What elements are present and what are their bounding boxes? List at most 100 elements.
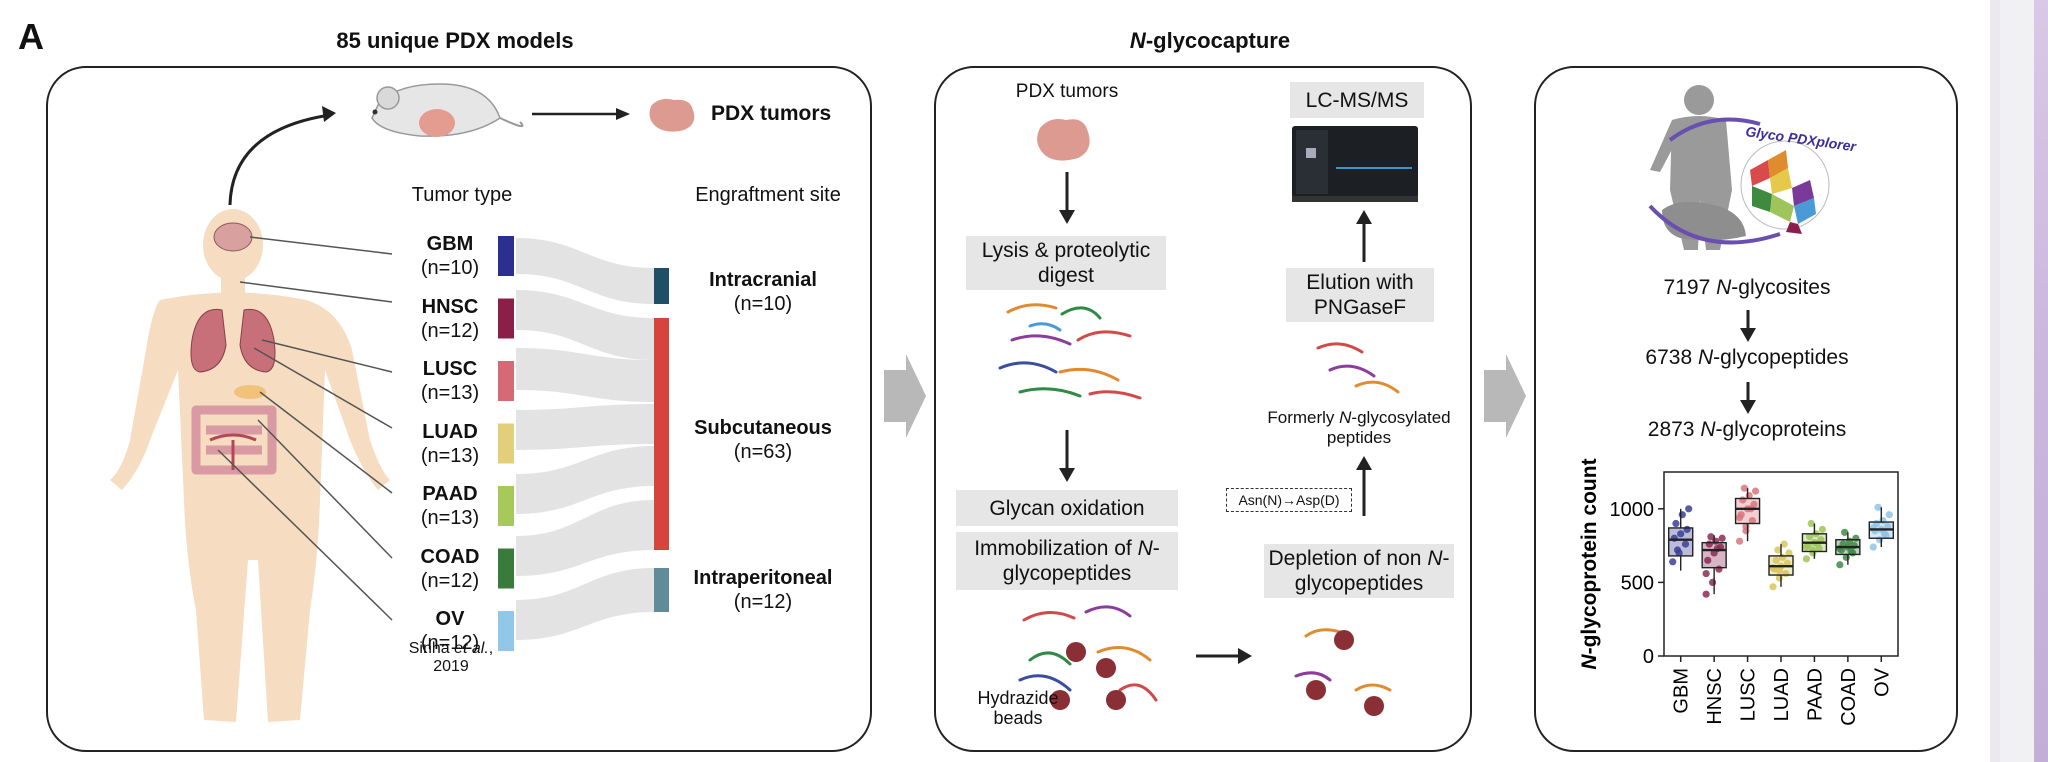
box-lusc [1734, 497, 1761, 525]
lc-ms-instrument-icon [1292, 126, 1418, 202]
data-point [1672, 519, 1680, 528]
tumor-type-luad: LUAD(n=13) [421, 420, 479, 468]
data-point [1748, 516, 1756, 525]
data-point [1704, 556, 1712, 564]
engraft-arrow [228, 113, 331, 206]
stat-glycoproteins: 2873 N-glycoproteins [1647, 418, 1847, 441]
tumor-count: (n=12) [420, 632, 480, 654]
data-point [1775, 567, 1783, 575]
x-tick-label: COAD [1838, 668, 1860, 726]
step-depletion: Depletion of non N-glycopeptides [1264, 544, 1454, 598]
pdx-tumors-middle: PDX tumors [1015, 81, 1119, 102]
data-point [1769, 583, 1777, 591]
window-side-strip [1990, 0, 2048, 762]
x-tick-label: HNSC [1704, 668, 1726, 725]
y-tick-label: 0 [1643, 646, 1654, 668]
data-point [1673, 546, 1682, 554]
data-point [1774, 546, 1782, 554]
tumor-code: HNSC [421, 295, 479, 318]
data-point [1735, 514, 1744, 522]
engraftment-header: Engraftment site [695, 184, 841, 206]
x-tick-label: GBM [1671, 668, 1693, 714]
data-point [1802, 543, 1811, 551]
arrow-left-to-middle [884, 354, 926, 438]
tumor-code: OV [435, 608, 465, 630]
tumor-type-ov: OV(n=12) [421, 607, 479, 655]
data-point [1678, 511, 1686, 519]
depleted-beads-icon [1294, 628, 1392, 716]
site-subcutaneous: Subcutaneous(n=63) [694, 417, 832, 463]
data-point [1742, 527, 1750, 535]
arrow-middle-to-right [1484, 354, 1526, 438]
peptide-squiggles-icon [998, 303, 1142, 400]
tumor-count: (n=13) [420, 382, 480, 404]
tumor-type-hnsc: HNSC(n=12) [421, 295, 479, 343]
x-tick-label: PAAD [1804, 668, 1826, 721]
tumor-count: (n=13) [420, 444, 480, 467]
x-tick-label: LUSC [1738, 668, 1760, 721]
step-oxidation: Glycan oxidation [956, 490, 1178, 526]
tumor-type-lusc: LUSC(n=13) [421, 357, 479, 405]
pdx-tumor-icon [649, 98, 695, 132]
tumor-code: GBM [426, 233, 474, 255]
tumor-type-paad: PAAD(n=13) [421, 482, 479, 530]
sankey-flows [516, 238, 654, 640]
tumor-count: (n=13) [420, 507, 480, 529]
data-point [1669, 558, 1677, 566]
tumor-bar-hnsc [498, 298, 514, 339]
data-point [1836, 561, 1844, 569]
tumor-bar-gbm [498, 236, 514, 276]
data-point [1740, 484, 1748, 492]
data-point [1685, 505, 1693, 513]
data-point [1841, 528, 1849, 536]
tumor-code: PAAD [422, 483, 478, 505]
tumor-bar-luad [498, 423, 514, 464]
data-point [1708, 578, 1717, 587]
y-tick-label: 1000 [1610, 499, 1655, 521]
human-body-icon [110, 209, 390, 722]
citation: Sinha et al., 2019 [408, 640, 494, 675]
tumor-bar-lusc [498, 361, 514, 401]
data-point [1869, 543, 1877, 551]
data-point [1702, 590, 1710, 598]
data-point [1718, 534, 1726, 542]
formerly-peptides-icon [1316, 342, 1400, 394]
site-intraperitoneal: Intraperitoneal(n=12) [693, 567, 833, 613]
x-tick-label: LUAD [1771, 668, 1793, 721]
x-tick-label: OV [1871, 667, 1893, 697]
stat-glycopeptides: 6738 N-glycopeptides [1645, 346, 1849, 369]
left-panel-title: 85 unique PDX models [336, 28, 574, 53]
hydrazide-beads-icon [1018, 605, 1158, 710]
box-gbm [1668, 527, 1694, 557]
step-lysis: Lysis & proteolytic digest [966, 236, 1166, 290]
site-bar-intraperitoneal [654, 568, 669, 612]
data-point [1802, 555, 1811, 563]
mouse-icon [371, 83, 524, 137]
data-point [1880, 530, 1889, 538]
tumor-count: (n=10) [420, 257, 480, 279]
tumor-type-coad: COAD(n=12) [421, 545, 480, 593]
data-point [1847, 547, 1855, 556]
tumor-type-gbm: GBM(n=10) [421, 232, 479, 280]
asn-asp-label: Asn(N)→Asp(D) [1226, 488, 1352, 512]
organ-lines [217, 236, 393, 621]
pdx-tumors-label: PDX tumors [711, 102, 832, 125]
tumor-type-bars [498, 236, 514, 651]
pancreas-icon [234, 385, 266, 399]
panel-letter: A [18, 16, 44, 57]
site-bar-intracranial [654, 268, 669, 304]
data-point [1681, 540, 1690, 548]
tumor-bar-coad [498, 548, 514, 589]
tumor-type-header: Tumor type [411, 184, 513, 206]
data-point [1707, 533, 1715, 541]
tumor-bar-paad [498, 486, 514, 526]
lungs-icon [190, 308, 276, 373]
y-axis-label: N-glycoprotein count [1578, 458, 1601, 669]
data-point [1751, 487, 1760, 495]
glyco-pdxplorer-logo [1648, 85, 1830, 250]
